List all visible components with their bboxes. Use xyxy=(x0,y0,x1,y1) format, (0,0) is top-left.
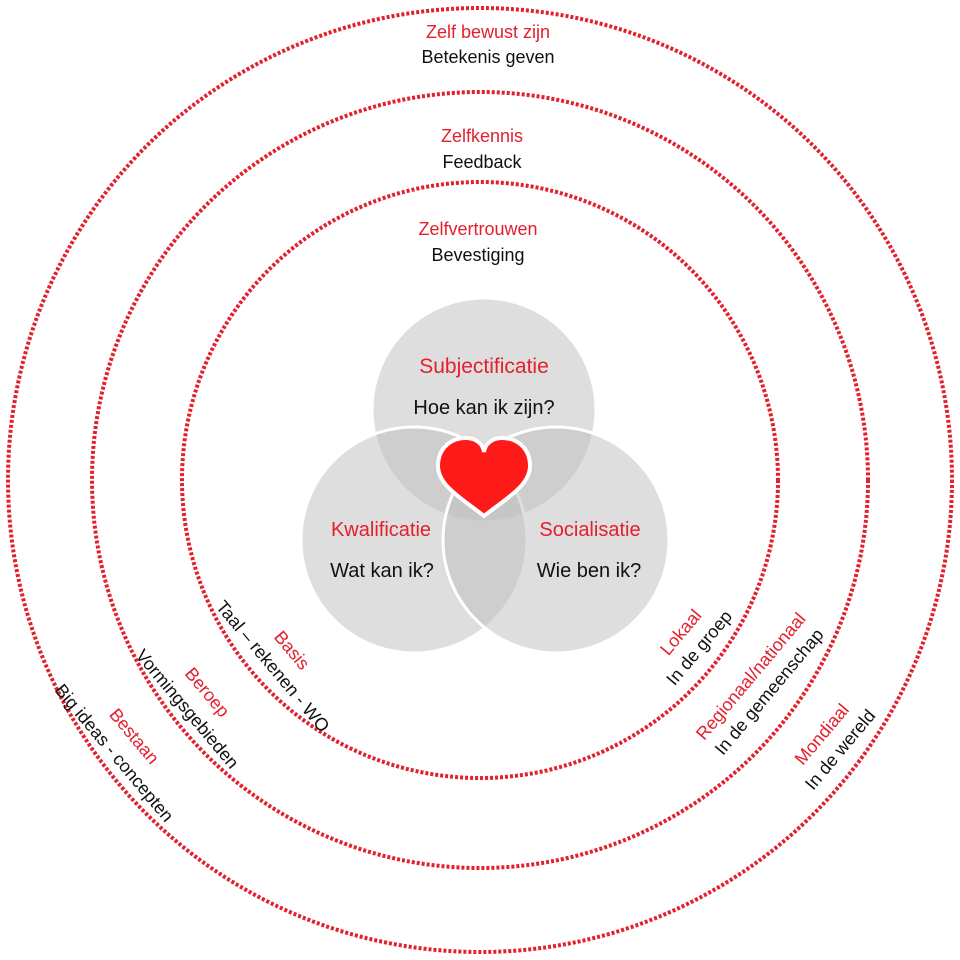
venn-right-question: Wie ben ik? xyxy=(537,560,642,582)
middle-ring xyxy=(90,90,870,870)
venn-top-title: Subjectificatie xyxy=(419,355,549,378)
outer-ring-subtitle: Betekenis geven xyxy=(421,47,554,67)
outer-ring-title: Zelf bewust zijn xyxy=(426,22,550,42)
label-lokaal: Lokaal In de groep xyxy=(656,606,736,689)
venn-right-title: Socialisatie xyxy=(539,519,640,541)
middle-ring-title: Zelfkennis xyxy=(441,126,523,146)
inner-ring xyxy=(180,180,780,780)
label-basis-subtitle: Taal – rekenen - WO xyxy=(212,597,333,736)
venn-top-question: Hoe kan ik zijn? xyxy=(413,397,554,419)
inner-ring-title: Zelfvertrouwen xyxy=(418,219,537,239)
venn-left-question: Wat kan ik? xyxy=(330,560,434,582)
middle-ring-subtitle: Feedback xyxy=(442,152,522,172)
venn-left-title: Kwalificatie xyxy=(331,519,431,541)
inner-ring-subtitle: Bevestiging xyxy=(431,245,524,265)
outer-ring xyxy=(6,6,954,954)
heart-icon xyxy=(435,435,533,519)
